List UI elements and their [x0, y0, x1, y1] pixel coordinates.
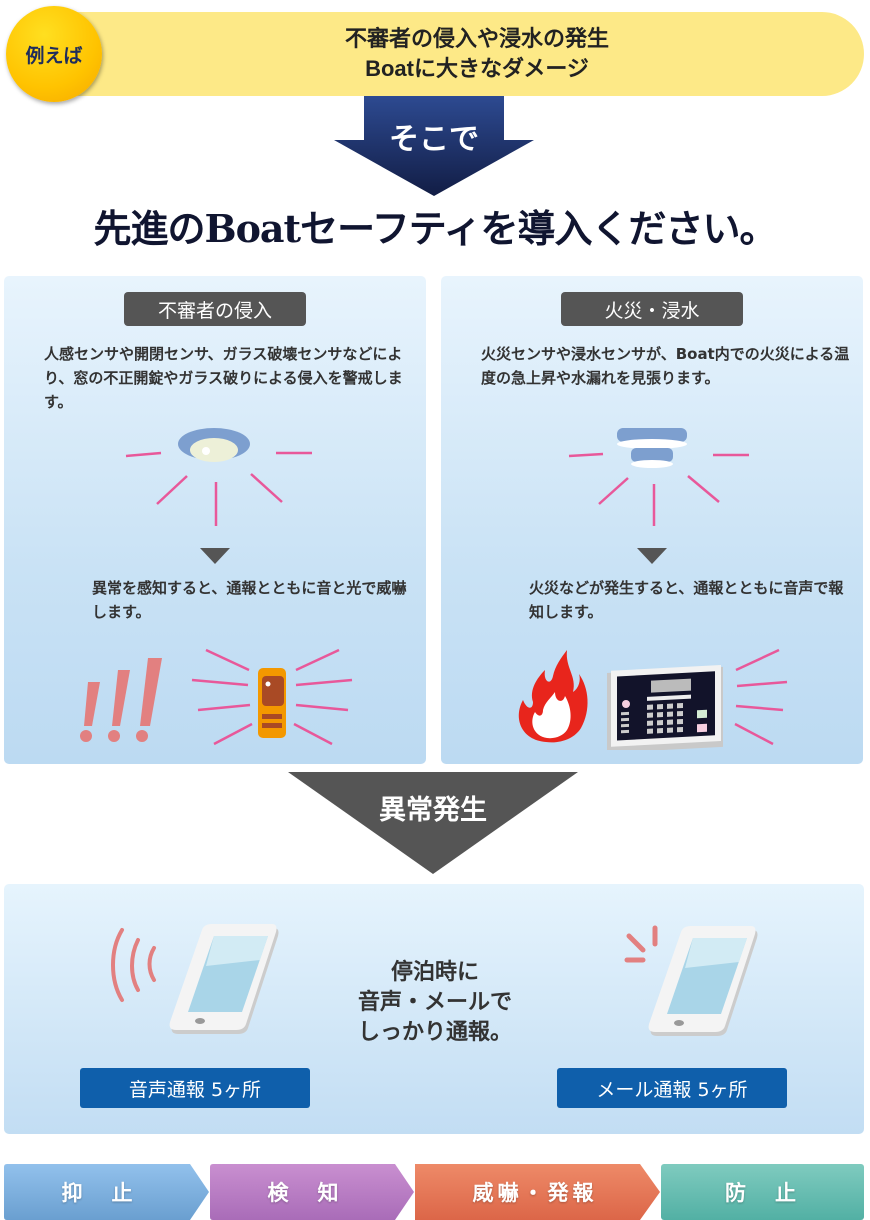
process-steps [4, 1164, 864, 1220]
arrow-label: そこで [389, 122, 479, 157]
alert-illustration [80, 648, 353, 746]
intrusion-panel: 不審者の侵入 人感センサや開閉センサ、ガラス破壊センサなどにより、窓の不正開錠や… [4, 276, 426, 764]
phone-mail-icon [624, 925, 758, 1036]
message-line: しっかり通報。 [357, 1020, 512, 1045]
panel-result: 異常を感知すると、通報とともに音と光で威嚇します。 [92, 579, 407, 621]
step-label: 検 知 [267, 1181, 343, 1205]
step-label: 防 止 [725, 1181, 800, 1205]
smoke-detector-icon [568, 428, 749, 526]
warning-light-icon [258, 668, 286, 738]
example-badge: 例えば [6, 6, 102, 102]
fire-icon [518, 650, 588, 743]
voice-notification-button[interactable]: 音声通報 5ヶ所 [80, 1068, 310, 1108]
message-line: 停泊時に [390, 960, 479, 985]
step-detect: 検 知 [210, 1164, 400, 1220]
step-label: 威嚇・発報 [472, 1181, 598, 1205]
scenario-line-2: Boatに大きなダメージ [365, 56, 589, 81]
down-triangle-icon [637, 548, 667, 564]
step-label: 抑 止 [61, 1181, 137, 1205]
anomaly-arrow-icon [288, 772, 578, 874]
down-arrow-icon [334, 96, 534, 196]
page-title: 先進のBoatセーフティを導入ください。 [93, 206, 777, 251]
step-alarm: 威嚇・発報 [420, 1164, 650, 1220]
panel-tag: 火災・浸水 [561, 292, 743, 326]
panel-tag: 不審者の侵入 [124, 292, 306, 326]
notification-message: 停泊時に 音声・メールで しっかり通報。 [330, 958, 540, 1048]
scenario-text: 不審者の侵入や浸水の発生 Boatに大きなダメージ [90, 12, 864, 96]
fire-alarm-illustration [518, 648, 788, 750]
message-line: 音声・メールで [357, 990, 512, 1015]
anomaly-label: 異常発生 [379, 795, 487, 826]
down-triangle-icon [200, 548, 230, 564]
exclamation-marks-icon [80, 658, 162, 742]
panel-result: 火災などが発生すると、通報とともに音声で報知します。 [529, 579, 844, 621]
mail-notification-button[interactable]: メール通報 5ヶ所 [557, 1068, 787, 1108]
panel-description: 火災センサや浸水センサが、Boat内での火災による温度の急上昇や水漏れを見張りま… [481, 345, 850, 387]
step-prevent: 防 止 [661, 1164, 864, 1220]
motion-sensor-icon [125, 428, 312, 526]
control-panel-icon [607, 664, 723, 750]
scenario-line-1: 不審者の侵入や浸水の発生 [344, 26, 609, 51]
phone-ringing-icon [111, 924, 279, 1034]
fire-flood-panel: 火災・浸水 火災センサや浸水センサが、Boat内での火災による温度の急上昇や水漏… [441, 276, 863, 764]
step-deter: 抑 止 [4, 1164, 194, 1220]
scenario-banner [40, 12, 864, 96]
panel-description: 人感センサや開閉センサ、ガラス破壊センサなどにより、窓の不正開錠やガラス破りによ… [44, 345, 403, 411]
